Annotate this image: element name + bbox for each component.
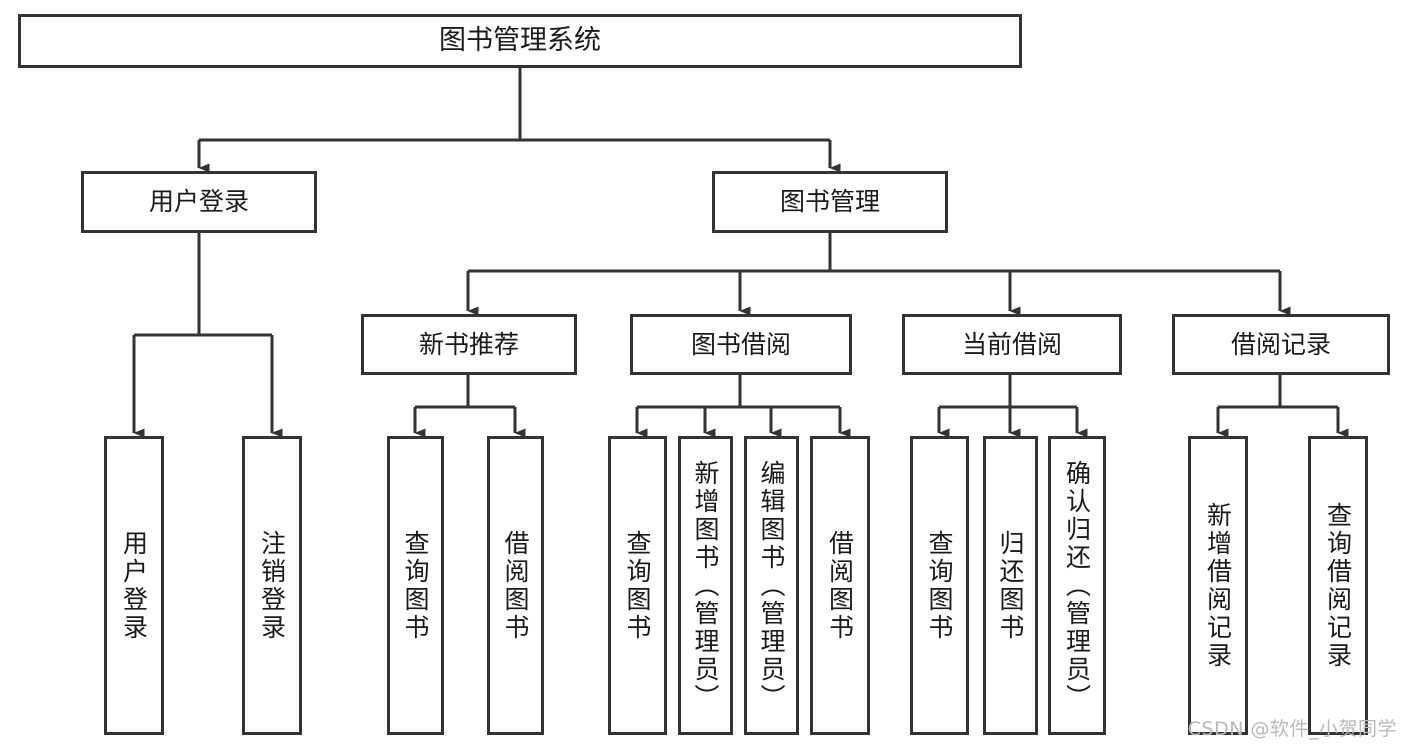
leaf-user-login-label: 用户登录 [119,529,149,642]
node-current-borrow-label: 当前借阅 [961,329,1062,359]
leaf-edit-book[interactable]: 编辑图书（管理员） [744,436,799,735]
leaf-confirm-return[interactable]: 确认归还（管理员） [1048,436,1106,735]
leaf-query-borrow-record-label: 查询借阅记录 [1323,501,1353,670]
node-book-borrow-label: 图书借阅 [690,329,791,359]
leaf-query-borrow-record[interactable]: 查询借阅记录 [1308,436,1368,735]
leaf-borrow-book-2-label: 借阅图书 [825,529,855,642]
leaf-return-book-label: 归还图书 [996,529,1025,642]
node-book-manage[interactable]: 图书管理 [712,171,948,233]
node-user-login-label: 用户登录 [148,187,249,217]
leaf-confirm-return-label: 确认归还（管理员） [1062,459,1092,712]
leaf-borrow-book-1-label: 借阅图书 [501,529,530,642]
node-root-label: 图书管理系统 [439,25,601,57]
leaf-query-book-3[interactable]: 查询图书 [910,436,969,735]
node-root[interactable]: 图书管理系统 [18,14,1022,68]
leaf-add-book-label: 新增图书（管理员） [691,459,720,712]
node-book-manage-label: 图书管理 [779,187,880,217]
node-new-book-recommend-label: 新书推荐 [418,329,519,359]
leaf-add-borrow-record-label: 新增借阅记录 [1203,501,1233,670]
leaf-query-book-2[interactable]: 查询图书 [608,436,667,735]
node-current-borrow[interactable]: 当前借阅 [902,314,1122,375]
leaf-borrow-book-1[interactable]: 借阅图书 [487,436,544,735]
csdn-watermark: CSDN @软件_小贺同学 [1187,718,1397,740]
leaf-add-book[interactable]: 新增图书（管理员） [678,436,733,735]
leaf-add-borrow-record[interactable]: 新增借阅记录 [1188,436,1248,735]
leaf-user-logout-label: 注销登录 [257,529,287,642]
leaf-query-book-3-label: 查询图书 [925,529,954,642]
leaf-query-book-1[interactable]: 查询图书 [387,436,444,735]
leaf-return-book[interactable]: 归还图书 [983,436,1038,735]
node-book-borrow[interactable]: 图书借阅 [630,314,852,375]
node-user-login[interactable]: 用户登录 [81,171,317,233]
node-borrow-record-label: 借阅记录 [1230,329,1331,359]
leaf-user-logout[interactable]: 注销登录 [242,436,302,735]
leaf-query-book-1-label: 查询图书 [401,529,430,642]
node-borrow-record[interactable]: 借阅记录 [1172,314,1390,375]
node-new-book-recommend[interactable]: 新书推荐 [361,314,577,375]
leaf-user-login[interactable]: 用户登录 [104,436,164,735]
leaf-edit-book-label: 编辑图书（管理员） [757,459,786,712]
leaf-borrow-book-2[interactable]: 借阅图书 [810,436,870,735]
leaf-query-book-2-label: 查询图书 [623,529,652,642]
